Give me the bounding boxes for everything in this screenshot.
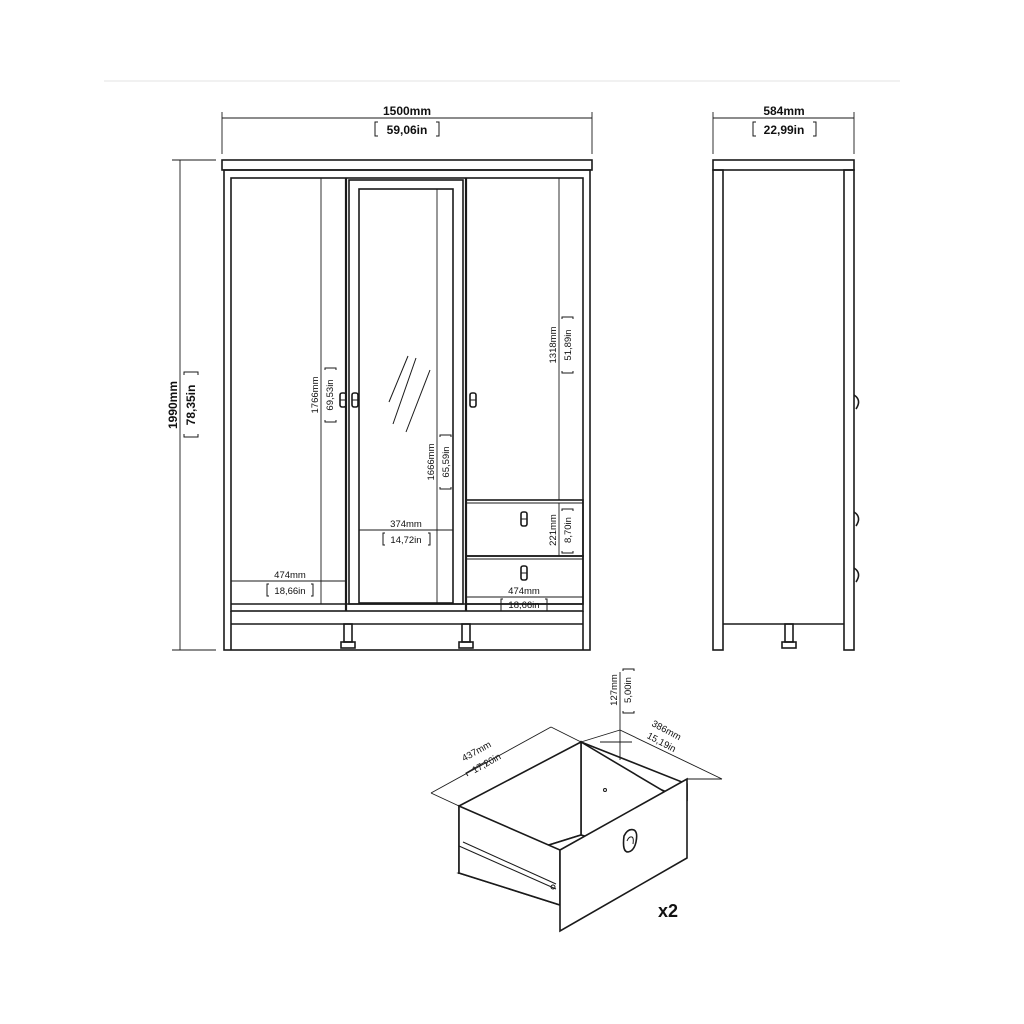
leg-right — [458, 623, 474, 649]
inner-frame — [230, 177, 584, 612]
handle-lower-drawer — [520, 565, 528, 581]
dim-upper-right-height: 1318mm 51,89in — [548, 178, 574, 500]
dim-drawer-height: 221mm 8,70in — [548, 503, 574, 556]
drawer-runner — [458, 845, 557, 890]
drawer-quantity: x2 — [658, 901, 678, 921]
drawer-handle — [622, 828, 638, 853]
drawer-front-panel — [559, 777, 688, 933]
side-top-board — [712, 159, 855, 171]
side-handle-drawer-upper — [853, 511, 860, 527]
left-inner-mm: 474mm — [274, 570, 306, 581]
mirror-width-mm: 374mm — [390, 519, 422, 530]
dim-side-depth: 584mm 22,99in — [712, 104, 855, 154]
door-height-in: 69,53in — [325, 379, 336, 410]
handle-right-door — [469, 392, 477, 408]
dim-door-height: 1766mm 69,53in — [310, 178, 337, 604]
overall-width-in: 59,06in — [387, 123, 428, 137]
side-front-panel — [843, 169, 855, 651]
side-view — [712, 159, 860, 651]
drawer-screw — [603, 788, 607, 792]
mirror-glint — [388, 355, 409, 403]
dim-mirror-width: 374mm 14,72in — [359, 519, 453, 546]
top-board — [221, 159, 593, 171]
dim-drawer-height-iso: 127mm 5,00in — [600, 668, 635, 760]
overall-height-mm: 1990mm — [166, 381, 180, 429]
dim-right-inner-width: 474mm 18,66in — [466, 586, 583, 612]
dim-overall-height: 1990mm 78,35in — [166, 159, 216, 651]
drawer-iso-height-mm: 127mm — [609, 674, 620, 706]
side-handle-door — [853, 394, 860, 410]
wardrobe-body — [223, 169, 591, 651]
middle-door — [348, 179, 464, 605]
drawer-iso-height-in: 5,00in — [623, 677, 634, 703]
door-height-mm: 1766mm — [310, 376, 321, 413]
front-view — [221, 159, 593, 651]
side-back-panel — [712, 169, 724, 651]
upper-right-in: 51,89in — [563, 329, 574, 360]
handle-upper-drawer — [520, 511, 528, 527]
side-handle-drawer-lower — [853, 567, 860, 583]
mirror-panel — [358, 188, 454, 604]
dim-mirror-height: 1666mm 65,59in — [426, 189, 452, 603]
drawer-isometric — [456, 740, 688, 933]
dim-left-inner-width: 474mm 18,66in — [231, 570, 346, 597]
overall-height-in: 78,35in — [184, 385, 198, 426]
lower-drawer-front — [465, 555, 584, 605]
side-depth-mm: 584mm — [763, 104, 804, 118]
handle-middle-door — [351, 392, 359, 408]
mirror-width-in: 14,72in — [390, 535, 421, 546]
drawer-height-in: 8,70in — [563, 517, 574, 543]
side-depth-in: 22,99in — [764, 123, 805, 137]
left-inner-in: 18,66in — [274, 586, 305, 597]
drawer-height-mm: 221mm — [548, 514, 559, 546]
right-inner-in: 18,66in — [508, 600, 539, 611]
mirror-height-mm: 1666mm — [426, 443, 437, 480]
side-leg — [784, 623, 794, 643]
overall-width-mm: 1500mm — [383, 104, 431, 118]
right-inner-mm: 474mm — [508, 586, 540, 597]
dim-overall-width: 1500mm 59,06in — [221, 104, 593, 154]
handle-left-door — [339, 392, 347, 408]
upper-right-mm: 1318mm — [548, 326, 559, 363]
leg-left — [340, 623, 356, 649]
mirror-height-in: 65,59in — [441, 446, 452, 477]
